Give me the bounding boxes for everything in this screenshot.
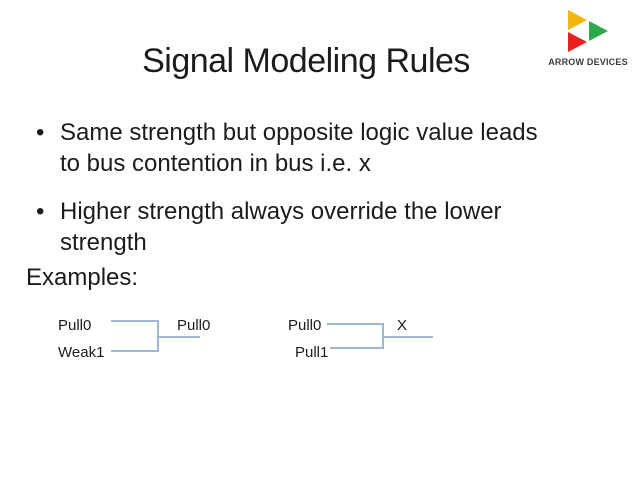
logo-triangles-icon (568, 10, 608, 52)
example1-wire-input-bottom (111, 350, 159, 352)
example2-output-label: X (397, 317, 408, 334)
arrow-devices-logo: ARROW DEVICES (548, 8, 628, 67)
example2-input-top-label: Pull0 (288, 317, 322, 334)
logo-yellow-triangle (568, 10, 587, 30)
example2-wire-input-bottom (330, 347, 384, 349)
example2-wire-output (382, 336, 433, 338)
bullet-text-line: Same strength but opposite logic value l… (60, 119, 538, 146)
bullet-text: Higher strength always override the lowe… (60, 196, 502, 258)
bullet-text-line: to bus contention in bus i.e. x (60, 150, 371, 177)
bullet-text-line: strength (60, 229, 147, 256)
brand-name: ARROW DEVICES (548, 57, 628, 67)
example1-input-bottom-label: Weak1 (58, 344, 105, 361)
bullet-marker: • (36, 198, 45, 225)
example1-output-label: Pull0 (177, 317, 211, 334)
example2-wire-input-top (327, 323, 384, 325)
example1-wire-input-top (111, 320, 158, 322)
bullet-marker: • (36, 119, 45, 146)
bullet-list: • Same strength but opposite logic value… (36, 117, 538, 258)
example2-input-bottom-label: Pull1 (295, 344, 329, 361)
logo-red-triangle (568, 32, 587, 52)
bullet-item: • Same strength but opposite logic value… (36, 117, 538, 179)
bullet-text-line: Higher strength always override the lowe… (60, 198, 502, 225)
bullet-item: • Higher strength always override the lo… (36, 196, 538, 258)
slide-title: Signal Modeling Rules (142, 42, 470, 80)
example1-input-top-label: Pull0 (58, 317, 92, 334)
examples-heading: Examples: (26, 264, 139, 291)
example1-wire-output (157, 336, 200, 338)
logo-green-triangle (589, 21, 608, 41)
bullet-text: Same strength but opposite logic value l… (60, 117, 538, 179)
